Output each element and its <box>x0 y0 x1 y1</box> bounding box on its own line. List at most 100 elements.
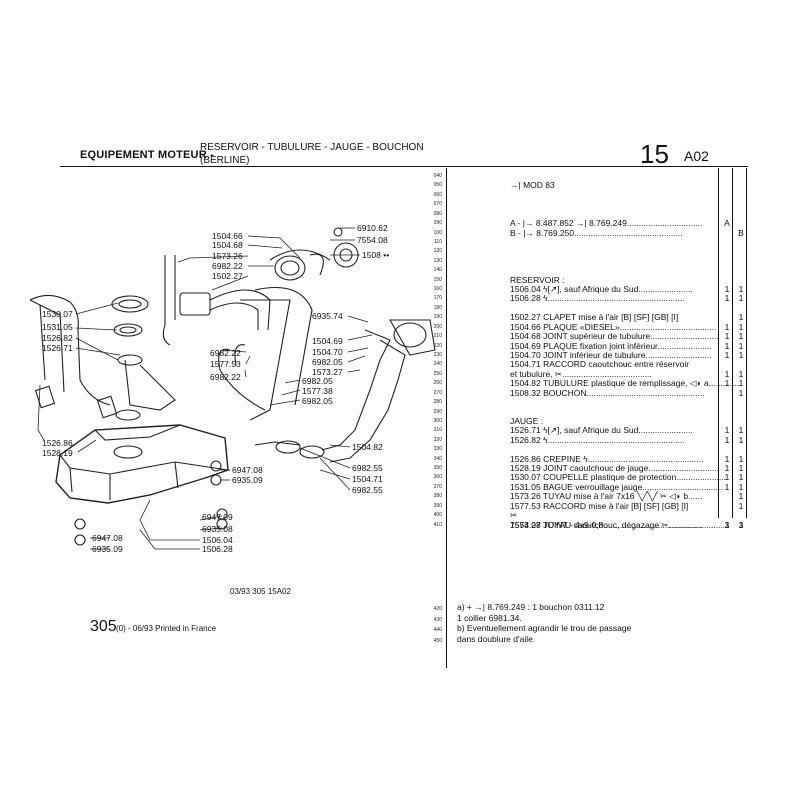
callout-6947-08-b: 6947.08 <box>92 533 123 543</box>
row-number: 080 <box>433 210 442 217</box>
note-row-number: 450 <box>433 637 442 644</box>
row-number: 120 <box>433 248 442 255</box>
callout-6910-62: 6910.62 <box>357 223 388 233</box>
qty-col-1: 1 <box>724 472 730 483</box>
callout-1506-04: 1506.04 <box>202 535 233 545</box>
part-entry: 1504.68 JOINT supérieur de tubulure.....… <box>510 331 719 342</box>
callout-1526-82: 1526.82 <box>42 333 73 343</box>
row-number: 270 <box>433 389 442 396</box>
callout-6935-74: 6935.74 <box>312 311 343 321</box>
page-subtitle: RESERVOIR - TUBULURE - JAUGE - BOUCHON (… <box>200 141 424 167</box>
qty-col-2: 1 <box>738 349 744 360</box>
qty-col-1: 1 <box>724 463 730 474</box>
part-entry: 1504.66 PLAQUE «DIESEL».................… <box>510 321 717 332</box>
section-title: EQUIPEMENT MOTEUR - <box>80 149 214 161</box>
qty-col-1: 1 <box>724 349 730 360</box>
callout-1504-71: 1504.71 <box>352 474 383 484</box>
callout-1573-26: 1573.26 <box>212 251 243 261</box>
qty-col-2: 1 <box>738 321 744 332</box>
row-number: 170 <box>433 295 442 302</box>
qty-col-1: 3 <box>724 519 730 530</box>
qty-col-1: 1 <box>724 321 730 332</box>
qty-col-2: 1 <box>738 481 744 492</box>
model-number: 305 <box>90 618 117 635</box>
part-entry: 1504.82 TUBULURE plastique de remplissag… <box>510 378 742 389</box>
part-entry: 1573.26 TUYAU mise à l'air 7x16 ╲╱╲╱ ✂ ◁… <box>510 491 703 502</box>
row-number: 250 <box>433 370 442 377</box>
note-line: 1 collier 6981.34. <box>457 612 522 623</box>
print-info: (0) - 06/93 Printed in France <box>116 624 217 633</box>
callout-1502-27: 1502.27 <box>212 271 243 281</box>
row-number: 320 <box>433 436 442 443</box>
callout-6935-09-a: 6935.09 <box>232 475 263 485</box>
part-entry: 1573.27 TUYAU caoutchouc, dégazage ✂....… <box>510 519 726 530</box>
row-number: 130 <box>433 257 442 264</box>
callout-1508: 1508 •• <box>362 250 390 260</box>
fastener-shapes <box>74 460 228 546</box>
header-rule <box>60 166 748 167</box>
qty-col-2: 1 <box>738 331 744 342</box>
callout-6982-22-mid: 6982.22 <box>210 348 241 358</box>
row-number: 160 <box>433 286 442 293</box>
row-number: 290 <box>433 408 442 415</box>
qty-col-2: 1 <box>738 378 744 389</box>
part-entry: 1577.53 RACCORD mise à l'air [B] [SF] [G… <box>510 500 689 511</box>
part-entry: 1504.69 PLAQUE fixation joint inférieur.… <box>510 340 712 351</box>
qty-col-2: 1 <box>738 387 744 398</box>
note-line: b) Eventuellement agrandir le trou de pa… <box>457 623 632 633</box>
qty-col-1: 1 <box>724 481 730 492</box>
callout-1573-27: 1573.27 <box>312 367 343 377</box>
qty-col-2: 1 <box>738 368 744 379</box>
row-number: 200 <box>433 323 442 330</box>
part-entry: 1526.71 ϟ[↗], sauf Afrique du Sud.......… <box>510 425 693 436</box>
row-number: 380 <box>433 493 442 500</box>
row-number: 350 <box>433 465 442 472</box>
callout-1504-68: 1504.68 <box>212 240 243 250</box>
part-entry: JAUGE : <box>510 415 544 426</box>
row-number: 180 <box>433 304 442 311</box>
part-entry: 1508.32 BOUCHON.........................… <box>510 387 705 398</box>
row-number: 340 <box>433 455 442 462</box>
callout-6947-08-a: 6947.08 <box>232 465 263 475</box>
part-entry: →| MOD 83 <box>510 180 555 191</box>
qty-col-2: 1 <box>738 500 744 511</box>
part-entry: RESERVOIR : <box>510 274 565 285</box>
qty-col-1: 1 <box>724 434 730 445</box>
note-line: a) + →| 8.769.249 : 1 bouchon 0311.12 <box>457 602 605 612</box>
qty-col-1: 1 <box>724 368 730 379</box>
part-entry: B - |→ 8.769.250........................… <box>510 227 683 238</box>
part-entry: 1526.82 ϟ...............................… <box>510 434 685 445</box>
leader-lines <box>37 227 373 550</box>
callout-7554-08: 7554.08 <box>357 235 388 245</box>
qty-col-1: 1 <box>724 293 730 304</box>
row-number: 040 <box>433 173 442 179</box>
breather-hose-shape <box>162 249 331 411</box>
subtitle-line-1: RESERVOIR - TUBULURE - JAUGE - BOUCHON <box>200 142 424 153</box>
row-number: 210 <box>433 333 442 340</box>
callout-6982-05-b: 6982.05 <box>302 376 333 386</box>
row-number: 240 <box>433 361 442 368</box>
qty-col-1: 1 <box>724 519 730 530</box>
qty-col-1: 1 <box>724 340 730 351</box>
part-entry: 1504.70 JOINT inférieur de tubulure.....… <box>510 349 712 360</box>
callout-1531-05: 1531.05 <box>42 322 73 332</box>
subtitle-line-2: (BERLINE) <box>200 155 250 166</box>
qty-col-2: B <box>738 227 744 238</box>
callout-6982-55-b: 6982.55 <box>352 485 383 495</box>
note-row-number: 420 <box>433 606 442 612</box>
table-divider <box>446 168 447 668</box>
row-number: 220 <box>433 342 442 349</box>
qty-col-1: 1 <box>724 425 730 436</box>
qty-col-2: 1 <box>738 519 744 530</box>
part-entry: ✂ <box>510 510 518 521</box>
row-number: 300 <box>433 417 442 424</box>
row-number: 070 <box>433 201 442 208</box>
row-number: 330 <box>433 446 442 453</box>
qty-col-1: 1 <box>724 378 730 389</box>
row-number: 090 <box>433 220 442 227</box>
callout-6947-09: 6947.09 <box>202 512 233 522</box>
part-entry: A - |→ 8.487.852 →| 8.769.249...........… <box>510 218 703 229</box>
qty-col-2: 1 <box>738 312 744 323</box>
qty-col-2: 1 <box>738 491 744 502</box>
